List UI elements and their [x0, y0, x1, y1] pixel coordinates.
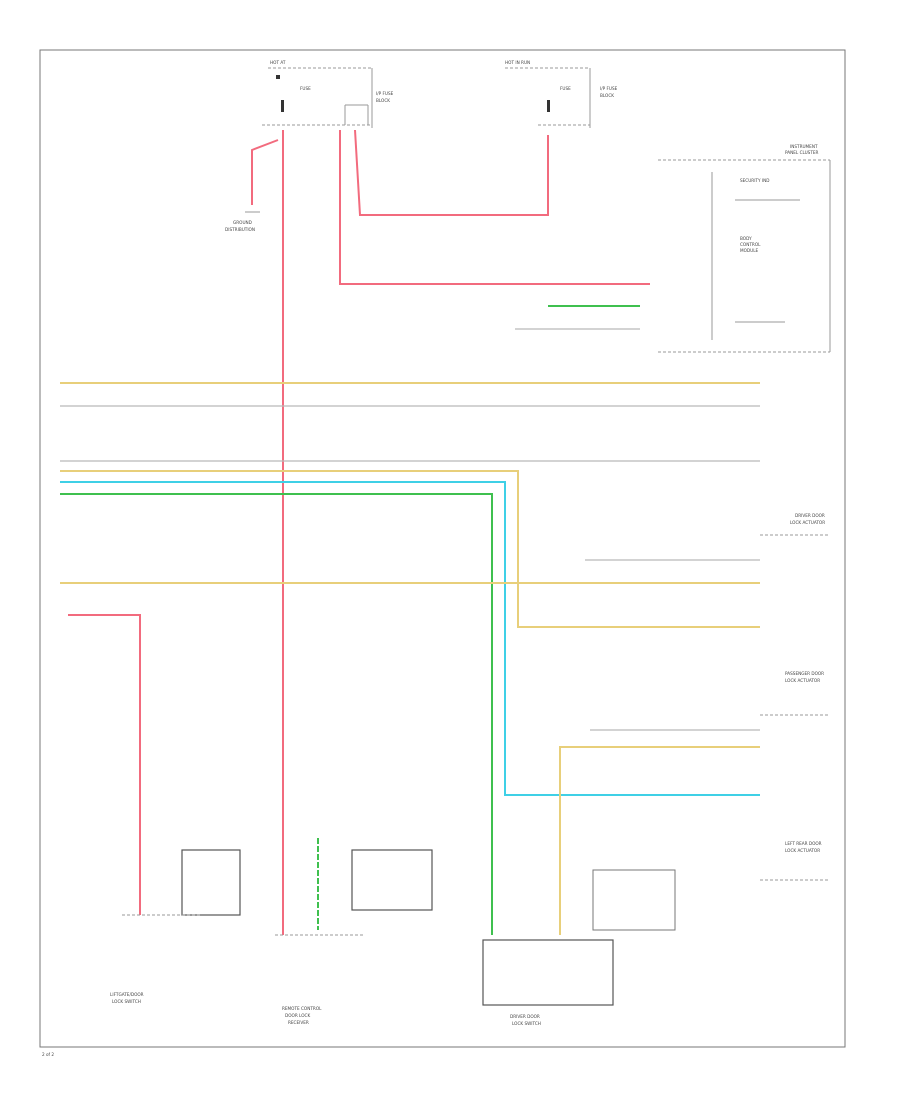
svg-text:DRIVER DOOR: DRIVER DOOR: [510, 1014, 540, 1019]
side-actuators: DRIVER DOOR LOCK ACTUATOR PASSENGER DOOR…: [760, 513, 830, 881]
svg-text:DRIVER DOOR: DRIVER DOOR: [795, 513, 825, 518]
svg-text:RECEIVER: RECEIVER: [288, 1020, 309, 1025]
svg-text:PASSENGER DOOR: PASSENGER DOOR: [785, 671, 824, 676]
fuse-block-left: HOT AT FUSE I/P FUSE BLOCK: [262, 60, 394, 128]
instrument-panel-cluster: SECURITY IND BODY CONTROL MODULE INSTRUM…: [658, 144, 831, 353]
svg-text:FUSE: FUSE: [300, 86, 311, 91]
page-number: 2 of 2: [42, 1052, 54, 1057]
red-wire-group: [68, 129, 650, 935]
svg-text:I/P FUSE: I/P FUSE: [376, 91, 394, 96]
svg-text:DISTRIBUTION: DISTRIBUTION: [225, 227, 255, 232]
svg-text:HOT IN RUN: HOT IN RUN: [505, 60, 530, 65]
svg-text:DOOR LOCK: DOOR LOCK: [285, 1013, 310, 1018]
svg-text:LEFT REAR DOOR: LEFT REAR DOOR: [785, 841, 822, 846]
diagram-frame: [39, 49, 846, 1048]
red-wire-ground-left: [251, 139, 279, 205]
red-wire-loop: [354, 129, 549, 216]
red-wire-bottom-left: [68, 614, 141, 915]
bottom-right-switch: DRIVER DOOR LOCK SWITCH: [482, 869, 676, 1026]
svg-text:GROUND: GROUND: [233, 220, 252, 225]
svg-text:INSTRUMENT: INSTRUMENT: [790, 144, 818, 149]
svg-text:FUSE: FUSE: [560, 86, 571, 91]
svg-text:REMOTE CONTROL: REMOTE CONTROL: [282, 1006, 322, 1011]
svg-text:HOT AT: HOT AT: [270, 60, 286, 65]
svg-text:PANEL CLUSTER: PANEL CLUSTER: [785, 150, 819, 155]
ground-left: GROUND DISTRIBUTION: [225, 211, 260, 232]
svg-text:BODY: BODY: [740, 236, 752, 241]
bottom-center-receiver: REMOTE CONTROL DOOR LOCK RECEIVER: [275, 838, 433, 1025]
svg-text:LOCK ACTUATOR: LOCK ACTUATOR: [790, 520, 825, 525]
svg-text:LOCK SWITCH: LOCK SWITCH: [512, 1021, 541, 1026]
bottom-left-switch: LIFTGATE/DOOR LOCK SWITCH: [110, 849, 241, 1004]
svg-text:I/P FUSE: I/P FUSE: [600, 86, 618, 91]
svg-text:SECURITY IND: SECURITY IND: [740, 178, 769, 183]
svg-text:LOCK ACTUATOR: LOCK ACTUATOR: [785, 848, 820, 853]
svg-text:CONTROL: CONTROL: [740, 242, 761, 247]
svg-text:BLOCK: BLOCK: [600, 93, 614, 98]
svg-text:LOCK SWITCH: LOCK SWITCH: [112, 999, 141, 1004]
bus-lines: [60, 382, 760, 935]
red-wire-to-module: [339, 130, 650, 285]
svg-text:MODULE: MODULE: [740, 248, 759, 253]
svg-text:LOCK ACTUATOR: LOCK ACTUATOR: [785, 678, 820, 683]
fuse-block-right: HOT IN RUN FUSE I/P FUSE BLOCK: [505, 60, 618, 128]
svg-text:BLOCK: BLOCK: [376, 98, 390, 103]
svg-text:LIFTGATE/DOOR: LIFTGATE/DOOR: [110, 992, 144, 997]
